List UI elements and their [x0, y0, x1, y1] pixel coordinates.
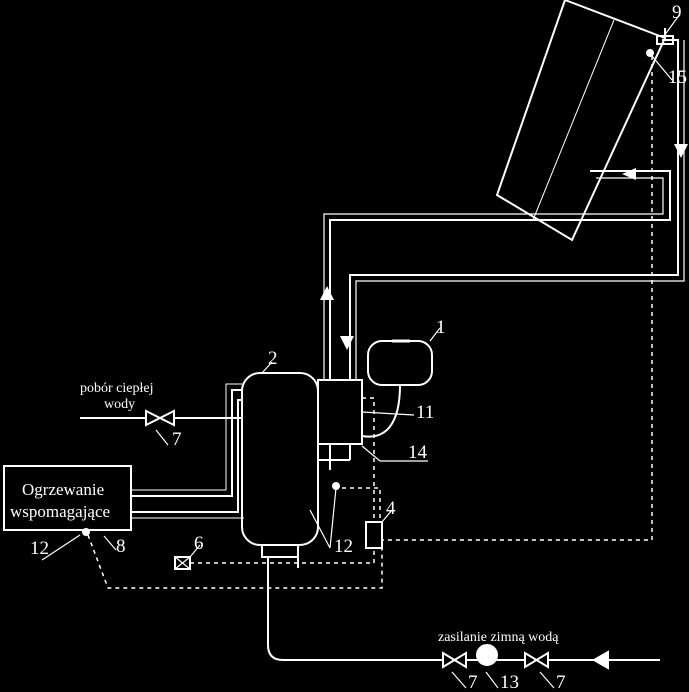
- number-11: 11: [416, 402, 434, 423]
- leader-12-aux: [41, 534, 81, 561]
- leader-15: [651, 55, 673, 81]
- heat-exchanger-unit: [317, 379, 363, 445]
- aux-heating-label-2: wspomagające: [10, 502, 110, 521]
- flow-arrows: [320, 144, 688, 350]
- expansion-vessel: [367, 340, 433, 386]
- number-1: 1: [436, 317, 446, 338]
- number-15: 15: [668, 67, 687, 88]
- arrow-up-supply: [320, 286, 334, 300]
- storage-tank: [241, 372, 319, 546]
- leader-12-tank-a: [309, 509, 331, 549]
- number-7-hot: 7: [172, 429, 182, 450]
- sensors: [82, 49, 654, 536]
- cold-water-pipe: [267, 557, 660, 661]
- tick-7-cold-right: [539, 671, 555, 689]
- hot-water-label-1: pobór ciepłej: [80, 381, 153, 396]
- number-12-aux: 12: [30, 538, 49, 559]
- cold-water-flow-arrow: [591, 650, 609, 670]
- drain-valve-leader: [189, 544, 201, 558]
- cold-water-valve-left: [442, 651, 467, 669]
- hot-water-label-2: wody: [104, 397, 135, 412]
- collector-outlet-pipe-inner: [355, 40, 685, 380]
- solar-collector: [495, 0, 667, 242]
- number-9: 9: [672, 2, 682, 23]
- number-14: 14: [408, 442, 428, 463]
- arrow-down-supply: [340, 336, 354, 350]
- number-7-cold-right: 7: [556, 672, 566, 692]
- collector-divider: [532, 19, 615, 221]
- aux-sensor-line: [87, 534, 383, 589]
- sensor-tank: [332, 482, 340, 490]
- number-8: 8: [116, 536, 126, 557]
- controller-leader: [381, 509, 393, 523]
- tank-bottom: [261, 544, 299, 558]
- diagram-lines: [3, 0, 685, 670]
- leader-1: [429, 327, 441, 342]
- aux-heating-label-1: Ogrzewanie: [22, 480, 104, 499]
- exchanger-sensor-line: [362, 397, 375, 522]
- tick-7-hot: [155, 429, 169, 446]
- collector-return-pipe-inner: [323, 177, 664, 380]
- number-ticks: [103, 429, 555, 689]
- controller: [365, 521, 383, 549]
- aux-heating-box: [3, 465, 132, 531]
- tick-7-cold-left: [451, 671, 467, 689]
- text-labels: pobór ciepłej wody zasilanie zimną wodą …: [10, 2, 687, 692]
- vessel-connection: [361, 384, 401, 438]
- cold-water-valve-right: [524, 651, 549, 669]
- leader-9: [663, 13, 681, 37]
- hot-water-valve: [145, 409, 175, 427]
- number-13: 13: [500, 672, 519, 692]
- number-2: 2: [268, 348, 278, 369]
- arrow-down-right-pipe: [674, 144, 688, 158]
- leader-2: [261, 361, 273, 374]
- leader-12-tank-b: [329, 487, 337, 549]
- collector-return-pipe: [329, 170, 671, 380]
- cold-water-pump: [476, 644, 498, 666]
- aux-heating-pipe-upper-inner: [131, 383, 242, 491]
- number-7-cold-left: 7: [468, 672, 478, 692]
- number-6: 6: [194, 533, 204, 554]
- drain-valve-x2: [174, 556, 191, 570]
- cold-water-label: zasilanie zimną wodą: [438, 630, 559, 645]
- number-12-tank: 12: [334, 536, 353, 557]
- drain-sensor-line: [190, 548, 375, 564]
- sensor-aux: [82, 528, 90, 536]
- sensor-collector: [646, 49, 654, 57]
- arrow-left-return: [622, 168, 636, 180]
- tick-8: [103, 535, 117, 551]
- tick-13: [485, 671, 499, 689]
- sensor-lines: [87, 56, 653, 589]
- leader-14: [361, 445, 381, 462]
- collector-outlet-pipe: [349, 39, 679, 380]
- aux-heating-pipe-upper: [131, 389, 242, 497]
- aux-heating-pipe-lower: [131, 399, 242, 513]
- leader-11: [361, 411, 415, 416]
- tank-sensor-line: [334, 487, 381, 522]
- collector-sensor-line: [382, 56, 653, 541]
- number-4: 4: [386, 498, 396, 519]
